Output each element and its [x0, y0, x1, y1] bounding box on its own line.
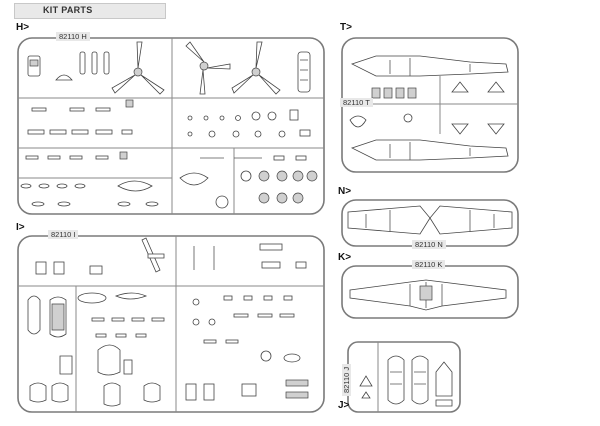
- sprue-t: [341, 37, 519, 173]
- sprue-h-code: 82110 H: [56, 32, 90, 41]
- sprue-i-code: 82110 I: [48, 230, 79, 239]
- sprue-h: [17, 37, 325, 215]
- sprue-n-code: 82110 N: [412, 240, 446, 249]
- sprue-i: [17, 235, 325, 413]
- sprue-t-code: 82110 T: [340, 98, 373, 107]
- sprue-n-label: N>: [338, 186, 352, 197]
- page-title: KIT PARTS: [43, 5, 93, 15]
- header-tab: KIT PARTS: [14, 3, 166, 19]
- sprue-k-code: 82110 K: [412, 260, 446, 269]
- sprue-j: [347, 341, 461, 413]
- sprue-k-label: K>: [338, 252, 352, 263]
- sprue-i-label: I>: [16, 222, 25, 233]
- sprue-j-label: J>: [338, 400, 350, 411]
- sprue-k: [341, 265, 519, 319]
- sprue-h-label: H>: [16, 22, 30, 33]
- sprue-j-code: 82110 J: [342, 363, 351, 396]
- sprue-n: [341, 199, 519, 247]
- sprue-t-label: T>: [340, 22, 352, 33]
